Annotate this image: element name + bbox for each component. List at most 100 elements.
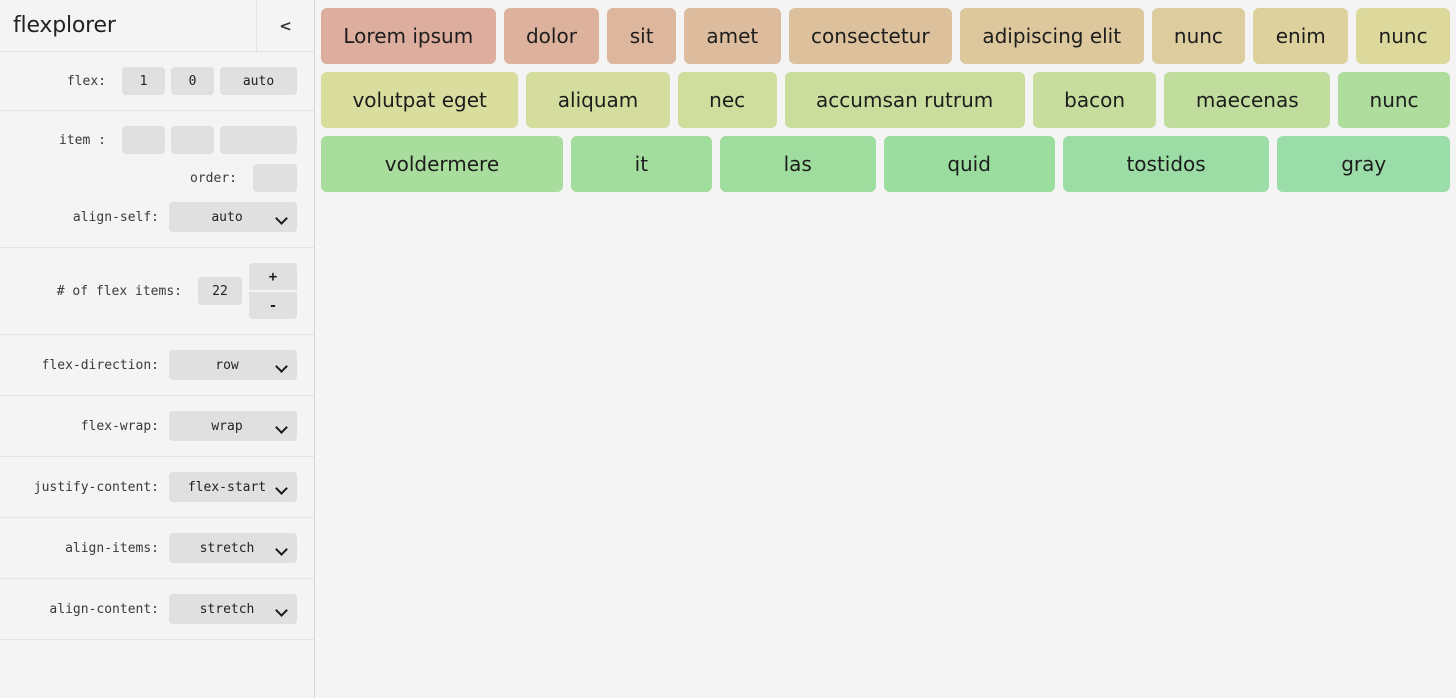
control-section-align-items: align-items: flex-startflex-endcenterbase…	[0, 518, 314, 579]
flex-item[interactable]: it	[570, 136, 712, 192]
flex-item-label: nunc	[1378, 24, 1428, 48]
flex-item[interactable]: nunc	[1338, 72, 1450, 128]
align-items-select[interactable]: flex-startflex-endcenterbaselinestretch	[169, 533, 297, 563]
flex-item-label: accumsan rutrum	[816, 88, 994, 112]
flex-shrink-input[interactable]	[171, 67, 214, 95]
flex-direction-select-wrapper: rowrow-reversecolumncolumn-reverse	[169, 350, 297, 380]
flex-item[interactable]: accumsan rutrum	[784, 72, 1025, 128]
align-content-select[interactable]: flex-startflex-endcenterspace-betweenspa…	[169, 594, 297, 624]
align-content-select-wrapper: flex-startflex-endcenterspace-betweenspa…	[169, 594, 297, 624]
flex-basis-input[interactable]	[220, 67, 297, 95]
flex-item-label: nec	[709, 88, 746, 112]
item-basis-input[interactable]	[220, 126, 297, 154]
flex-item[interactable]: dolor	[503, 8, 600, 64]
flex-item[interactable]: sit	[607, 8, 676, 64]
control-row-order: order:	[0, 159, 314, 197]
flex-item-label: it	[634, 152, 649, 176]
label-flex: flex:	[66, 73, 106, 89]
flex-item-label: quid	[947, 152, 991, 176]
flex-item[interactable]: maecenas	[1164, 72, 1331, 128]
control-row-flex-wrap: flex-wrap: nowrapwrapwrap-reverse	[0, 406, 314, 446]
control-row-item: item :	[0, 121, 314, 159]
align-items-select-wrapper: flex-startflex-endcenterbaselinestretch	[169, 533, 297, 563]
control-row-align-content: align-content: flex-startflex-endcentersp…	[0, 589, 314, 629]
flex-item[interactable]: adipiscing elit	[959, 8, 1144, 64]
control-section-flex-direction: flex-direction: rowrow-reversecolumncolum…	[0, 335, 314, 396]
flex-item[interactable]: Lorem ipsum	[321, 8, 496, 64]
flex-item-label: voldermere	[384, 152, 500, 176]
flex-wrap-select-wrapper: nowrapwrapwrap-reverse	[169, 411, 297, 441]
chevron-left-icon: <	[279, 16, 292, 35]
control-section-justify-content: justify-content: flex-startflex-endcenter…	[0, 457, 314, 518]
control-section-flex-shorthand: flex:	[0, 52, 314, 111]
align-self-select-wrapper: autoflex-startflex-endcenterbaselinestre…	[169, 202, 297, 232]
flex-item[interactable]: aliquam	[526, 72, 670, 128]
flex-item-label: maecenas	[1195, 88, 1299, 112]
flex-item-label: bacon	[1064, 88, 1126, 112]
flex-item[interactable]: nec	[677, 72, 777, 128]
increment-items-button[interactable]: +	[249, 263, 297, 290]
control-row-flex: flex:	[0, 62, 314, 100]
flex-item-label: nunc	[1369, 88, 1419, 112]
flex-grow-input[interactable]	[122, 67, 165, 95]
control-row-align-self: align-self: autoflex-startflex-endcenterb…	[0, 197, 314, 237]
label-align-self: align-self:	[72, 209, 159, 225]
flex-item-label: enim	[1275, 24, 1326, 48]
app-title: flexplorer	[13, 13, 116, 38]
control-row-align-items: align-items: flex-startflex-endcenterbase…	[0, 528, 314, 568]
flex-item[interactable]: gray	[1277, 136, 1450, 192]
control-row-flex-items-count: # of flex items: +-	[0, 258, 314, 324]
label-align-content: align-content:	[49, 601, 159, 617]
label-justify-content: justify-content:	[33, 479, 159, 495]
flex-items-count-input[interactable]	[198, 277, 242, 305]
flex-item-label: aliquam	[557, 88, 639, 112]
flex-item[interactable]: voldermere	[321, 136, 563, 192]
flex-item[interactable]: tostidos	[1062, 136, 1270, 192]
flex-item-label: sit	[629, 24, 654, 48]
control-section-item-count: # of flex items: +-	[0, 248, 314, 335]
flex-item-label: las	[783, 152, 812, 176]
collapse-sidebar-button[interactable]: <	[256, 0, 314, 51]
label-flex-direction: flex-direction:	[41, 357, 159, 373]
order-input[interactable]	[253, 164, 297, 192]
sidebar-sections: flex: item : order: align-self: autoflex-sta…	[0, 52, 314, 640]
flex-direction-select[interactable]: rowrow-reversecolumncolumn-reverse	[169, 350, 297, 380]
sidebar-header: flexplorer <	[0, 0, 314, 52]
controls-sidebar: flexplorer < flex: item : order: align-self…	[0, 0, 315, 698]
flex-item[interactable]: nunc	[1151, 8, 1246, 64]
item-grow-input[interactable]	[122, 126, 165, 154]
flex-item[interactable]: amet	[683, 8, 781, 64]
flex-item[interactable]: bacon	[1032, 72, 1157, 128]
control-row-justify-content: justify-content: flex-startflex-endcenter…	[0, 467, 314, 507]
flex-item-label: consectetur	[811, 24, 930, 48]
flex-item-label: Lorem ipsum	[343, 24, 474, 48]
flex-items-stepper: +-	[249, 263, 297, 319]
control-row-flex-direction: flex-direction: rowrow-reversecolumncolum…	[0, 345, 314, 385]
justify-content-select-wrapper: flex-startflex-endcenterspace-betweenspa…	[169, 472, 297, 502]
flex-item[interactable]: quid	[883, 136, 1055, 192]
align-self-select[interactable]: autoflex-startflex-endcenterbaselinestre…	[169, 202, 297, 232]
flex-item-label: volutpat eget	[352, 88, 487, 112]
flex-item[interactable]: enim	[1253, 8, 1349, 64]
label-order: order:	[190, 170, 237, 186]
flex-item[interactable]: volutpat eget	[321, 72, 519, 128]
label-flex-items-count: # of flex items:	[56, 283, 182, 299]
flex-container: Lorem ipsum dolor sit amet consectetur adipis…	[321, 8, 1450, 192]
label-item: item :	[59, 132, 106, 148]
flex-item-label: amet	[706, 24, 759, 48]
flex-wrap-select[interactable]: nowrapwrapwrap-reverse	[169, 411, 297, 441]
control-section-flex-wrap: flex-wrap: nowrapwrapwrap-reverse	[0, 396, 314, 457]
control-section-align-content: align-content: flex-startflex-endcentersp…	[0, 579, 314, 640]
flex-item-label: nunc	[1173, 24, 1223, 48]
flex-item-label: gray	[1341, 152, 1387, 176]
label-flex-wrap: flex-wrap:	[80, 418, 159, 434]
item-shrink-input[interactable]	[171, 126, 214, 154]
decrement-items-button[interactable]: -	[249, 292, 297, 319]
flex-item[interactable]: las	[719, 136, 876, 192]
label-align-items: align-items:	[65, 540, 159, 556]
flex-item[interactable]: consectetur	[788, 8, 952, 64]
flex-item-label: tostidos	[1126, 152, 1206, 176]
flex-item[interactable]: nunc	[1356, 8, 1450, 64]
justify-content-select[interactable]: flex-startflex-endcenterspace-betweenspa…	[169, 472, 297, 502]
